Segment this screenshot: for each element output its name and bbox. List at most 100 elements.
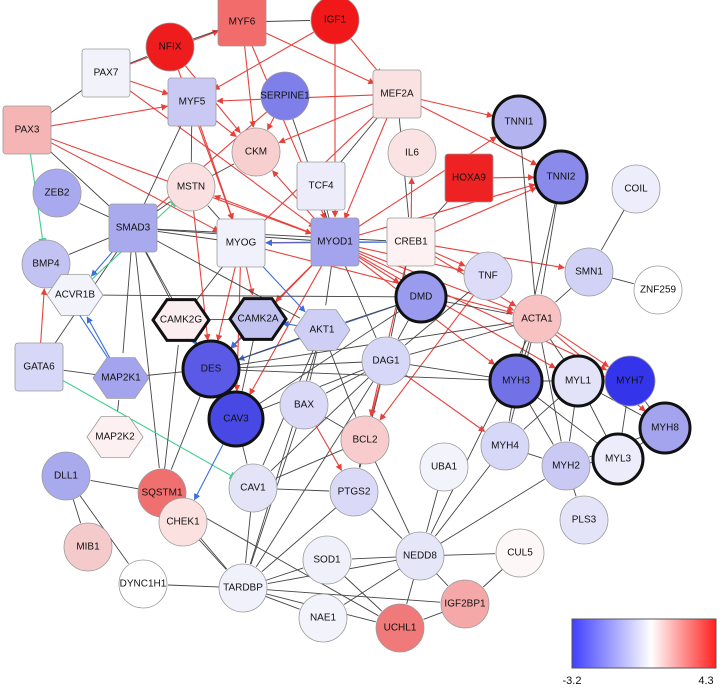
node-nfix[interactable]: NFIX: [145, 22, 195, 72]
node-nfix-label: NFIX: [159, 42, 182, 53]
node-nedd8[interactable]: NEDD8: [395, 531, 445, 581]
edge-smad3-camk2g: [142, 247, 170, 299]
node-camk2g[interactable]: CAMK2G: [151, 298, 211, 342]
node-myf6[interactable]: MYF6: [217, 0, 267, 47]
node-myog[interactable]: MYOG: [216, 218, 266, 268]
node-smn1[interactable]: SMN1: [564, 247, 614, 297]
node-cav3[interactable]: CAV3: [207, 390, 265, 448]
node-myh8-shape: [638, 401, 692, 455]
node-myf6-shape: [217, 0, 267, 47]
node-tnni2[interactable]: TNNI2: [533, 149, 589, 205]
node-myh8[interactable]: MYH8: [638, 401, 692, 455]
edge-myog-acta1: [262, 247, 514, 315]
node-ptgs2[interactable]: PTGS2: [329, 467, 379, 517]
node-bmp4[interactable]: BMP4: [21, 239, 71, 289]
node-nae1[interactable]: NAE1: [298, 593, 348, 643]
node-acta1[interactable]: ACTA1: [512, 294, 562, 344]
node-dmd[interactable]: DMD: [394, 270, 448, 324]
node-bax-shape: [279, 380, 329, 430]
node-chek1[interactable]: CHEK1: [158, 497, 208, 547]
node-dll1[interactable]: DLL1: [41, 451, 91, 501]
node-cav1[interactable]: CAV1: [228, 463, 278, 513]
node-map2k2[interactable]: MAP2K2: [86, 416, 144, 458]
node-akt1[interactable]: AKT1: [293, 309, 351, 351]
node-bcl2[interactable]: BCL2: [340, 415, 390, 465]
node-cul5[interactable]: CUL5: [495, 528, 545, 578]
node-sod1[interactable]: SOD1: [302, 535, 352, 585]
node-coil[interactable]: COIL: [611, 164, 661, 214]
edge-igf1-myf5: [213, 30, 317, 91]
edge-myh4-nedd8: [434, 463, 492, 537]
node-mstn-shape: [166, 162, 216, 212]
edge-myf5-myog: [198, 122, 234, 221]
node-igf1[interactable]: IGF1: [310, 0, 360, 45]
node-camk2a-label: CAMK2A: [237, 314, 278, 325]
node-cav1-label: CAV1: [240, 483, 266, 494]
node-bmp4-label: BMP4: [32, 259, 60, 270]
node-dag1[interactable]: DAG1: [361, 336, 411, 386]
node-uba1[interactable]: UBA1: [419, 442, 469, 492]
edge-tardbp-nae1: [263, 595, 300, 610]
node-bax[interactable]: BAX: [279, 380, 329, 430]
edge-pax3-pax7: [44, 87, 86, 118]
node-igf2bp1[interactable]: IGF2BP1: [440, 579, 490, 629]
node-myf5[interactable]: MYF5: [167, 77, 217, 127]
edge-myf6-igf1: [263, 20, 311, 22]
node-pax7[interactable]: PAX7: [81, 48, 131, 98]
node-myl1-shape: [551, 354, 605, 408]
node-camk2a[interactable]: CAMK2A: [228, 297, 288, 341]
node-tnni1[interactable]: TNNI1: [491, 94, 547, 150]
node-acvr1b-label: ACVR1B: [55, 290, 95, 301]
edge-chek1-tardbp: [197, 537, 227, 570]
node-tnf[interactable]: TNF: [463, 251, 513, 301]
node-mstn[interactable]: MSTN: [166, 162, 216, 212]
node-acvr1b[interactable]: ACVR1B: [46, 274, 104, 316]
node-myh3[interactable]: MYH3: [488, 353, 544, 409]
node-dync1h1-shape: [118, 559, 168, 609]
node-myh8-label: MYH8: [651, 423, 679, 434]
node-myod1[interactable]: MYOD1: [310, 217, 360, 267]
node-pax3[interactable]: PAX3: [2, 105, 52, 155]
edge-tnf-bcl2: [379, 293, 476, 421]
edge-smad3-zeb2: [79, 203, 114, 220]
node-hoxa9-shape: [444, 153, 494, 203]
node-camk2g-label: CAMK2G: [160, 315, 202, 326]
node-cav3-label: CAV3: [223, 414, 249, 425]
node-des[interactable]: DES: [181, 339, 241, 399]
node-smad3[interactable]: SMAD3: [108, 203, 158, 253]
node-map2k1[interactable]: MAP2K1: [92, 357, 150, 399]
node-tcf4[interactable]: TCF4: [296, 161, 346, 211]
node-znf259[interactable]: ZNF259: [633, 265, 683, 315]
edge-acvr1b-dmd: [96, 294, 396, 298]
node-myh7[interactable]: MYH7: [604, 355, 656, 407]
node-myl3[interactable]: MYL3: [591, 432, 645, 486]
node-igf1-shape: [310, 0, 360, 45]
node-map2k2-shape: [86, 416, 144, 458]
edge-myog-smad3: [157, 230, 220, 241]
node-pls3[interactable]: PLS3: [559, 495, 609, 545]
node-myh7-label: MYH7: [616, 376, 644, 387]
node-myh4[interactable]: MYH4: [480, 421, 530, 471]
node-serpine1[interactable]: SERPINE1: [260, 71, 310, 121]
node-mib1[interactable]: MIB1: [63, 522, 113, 572]
node-ckm[interactable]: CKM: [231, 127, 281, 177]
node-myog-label: MYOG: [226, 238, 257, 249]
node-mib1-shape: [63, 522, 113, 572]
node-myh2[interactable]: MYH2: [541, 441, 591, 491]
node-creb1[interactable]: CREB1: [386, 217, 436, 267]
node-mef2a[interactable]: MEF2A: [372, 69, 422, 119]
node-mstn-label: MSTN: [177, 182, 205, 193]
node-gata6[interactable]: GATA6: [14, 342, 64, 392]
node-myl1[interactable]: MYL1: [551, 354, 605, 408]
node-dync1h1[interactable]: DYNC1H1: [118, 559, 168, 609]
edge-cav1-ptgs2: [274, 488, 330, 492]
node-tardbp[interactable]: TARDBP: [218, 563, 268, 613]
node-hoxa9[interactable]: HOXA9: [444, 153, 494, 203]
node-il6-shape: [387, 128, 437, 178]
edge-myl1-myh2: [569, 403, 576, 442]
node-zeb2[interactable]: ZEB2: [32, 168, 82, 218]
node-il6[interactable]: IL6: [387, 128, 437, 178]
node-uchl1[interactable]: UCHL1: [375, 603, 425, 653]
node-cul5-shape: [495, 528, 545, 578]
node-ckm-shape: [231, 127, 281, 177]
